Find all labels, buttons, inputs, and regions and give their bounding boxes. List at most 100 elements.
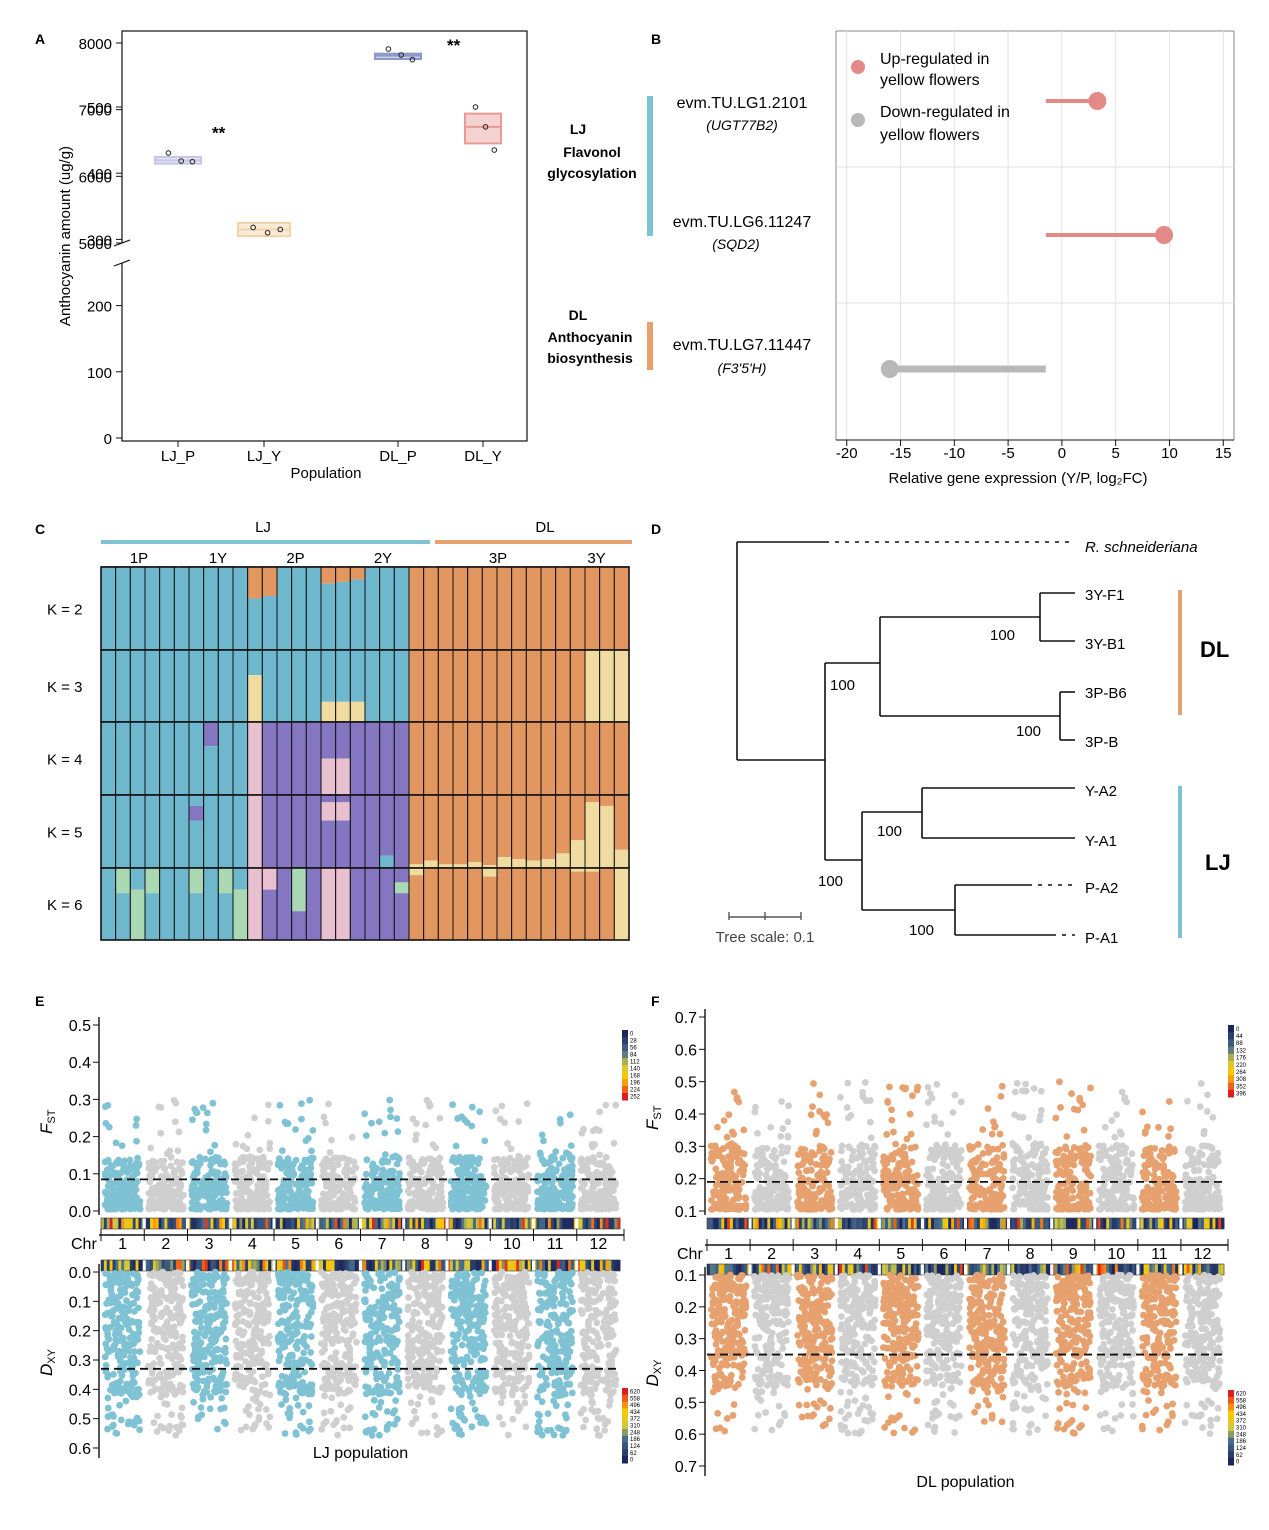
dxy-point <box>333 1377 340 1385</box>
ancestry-segment <box>247 598 263 650</box>
dxy-point <box>431 1412 439 1420</box>
density-cell <box>383 1260 387 1271</box>
dxy-point <box>375 1334 383 1342</box>
fst-point <box>178 1193 185 1201</box>
ancestry-segment <box>321 650 336 702</box>
dxy-point <box>299 1408 307 1416</box>
fst-point <box>328 1136 335 1144</box>
density-cell <box>611 1260 615 1271</box>
density-cell <box>504 1218 508 1229</box>
dxy-tick-label: 0.5 <box>69 1412 91 1429</box>
fst-point <box>194 1205 202 1213</box>
ancestry-segment <box>321 795 336 803</box>
dxy-point <box>433 1331 441 1339</box>
dxy-point <box>107 1296 115 1304</box>
dxy-point <box>370 1352 377 1360</box>
fst-point <box>504 1205 512 1213</box>
data-point <box>398 52 405 58</box>
density-cell <box>276 1260 281 1271</box>
ancestry-segment <box>541 650 556 722</box>
dxy-point <box>344 1336 352 1344</box>
dxy-point <box>292 1429 300 1437</box>
ancestry-segment <box>174 868 189 940</box>
fst-point <box>284 1156 292 1164</box>
fst-point <box>175 1164 183 1172</box>
data-point <box>165 150 172 156</box>
fst-point <box>491 1163 498 1171</box>
density-cell <box>121 1260 125 1271</box>
dxy-point <box>165 1323 172 1331</box>
fst-point <box>259 1153 267 1161</box>
fst-point <box>261 1192 269 1200</box>
ancestry-segment <box>262 868 277 890</box>
dxy-point <box>366 1332 374 1340</box>
dxy-point <box>178 1421 186 1428</box>
density-cell <box>576 1218 581 1229</box>
ancestry-segment <box>218 795 233 868</box>
density-cell <box>173 1260 177 1271</box>
dxy-point <box>327 1407 335 1415</box>
dxy-point <box>421 1269 429 1277</box>
dxy-point <box>511 1326 519 1334</box>
ancestry-segment <box>115 868 131 894</box>
dxy-point <box>111 1270 119 1277</box>
dxy-point <box>122 1282 130 1290</box>
density-cell <box>605 1218 609 1229</box>
ancestry-segment <box>350 868 365 940</box>
density-cell <box>302 1260 307 1271</box>
tip-label: 3P-B <box>1085 734 1118 751</box>
dxy-point <box>467 1338 475 1346</box>
density-cell <box>201 1260 206 1271</box>
density-cell <box>213 1260 217 1271</box>
y-tick-label-lower: 400 <box>87 166 112 183</box>
fst-point <box>425 1155 432 1163</box>
fst-point <box>162 1186 170 1194</box>
fst-point <box>352 1164 360 1172</box>
significance-lj: ** <box>212 123 226 142</box>
fst-point <box>193 1109 201 1117</box>
dxy-point <box>132 1271 139 1279</box>
ancestry-segment <box>453 722 468 795</box>
x-tick-label: -15 <box>890 445 912 462</box>
fst-point <box>170 1196 178 1204</box>
dxy-point <box>162 1368 170 1375</box>
fst-point <box>431 1158 439 1166</box>
ancestry-segment <box>145 795 160 868</box>
ancestry-segment <box>379 722 395 795</box>
bootstrap-label: 100 <box>909 922 934 939</box>
dxy-point <box>135 1319 143 1326</box>
ancestry-segment <box>335 701 351 722</box>
dxy-point <box>135 1385 142 1393</box>
ancestry-segment <box>394 868 409 883</box>
dxy-point <box>245 1403 252 1410</box>
dxy-point <box>135 1329 143 1336</box>
clade-label-dl: DL <box>1200 637 1229 662</box>
dxy-point <box>410 1322 418 1330</box>
dxy-point <box>199 1395 207 1403</box>
density-cell <box>245 1218 249 1229</box>
k-label: K = 6 <box>47 897 82 914</box>
fst-point <box>464 1205 472 1213</box>
fst-point <box>349 1194 356 1202</box>
ancestry-segment <box>291 795 307 868</box>
density-cell <box>614 1260 618 1271</box>
fst-point <box>264 1101 272 1109</box>
fst-point <box>437 1203 445 1211</box>
density-cell <box>216 1260 220 1271</box>
density-cell <box>262 1218 266 1229</box>
k-label: K = 2 <box>47 602 82 619</box>
density-cell <box>178 1218 183 1229</box>
dxy-point <box>462 1307 470 1315</box>
dxy-point <box>124 1275 132 1283</box>
density-cell <box>121 1218 125 1229</box>
ancestry-segment <box>130 650 145 722</box>
density-cell <box>363 1260 367 1271</box>
panel-letter-d: D <box>651 521 661 537</box>
density-cell <box>204 1218 209 1229</box>
ancestry-segment <box>350 795 365 868</box>
density-gap <box>186 1218 189 1229</box>
dxy-point <box>406 1283 414 1291</box>
dxy-point <box>222 1388 230 1396</box>
ancestry-segment <box>614 868 629 940</box>
fst-point <box>107 1165 115 1172</box>
